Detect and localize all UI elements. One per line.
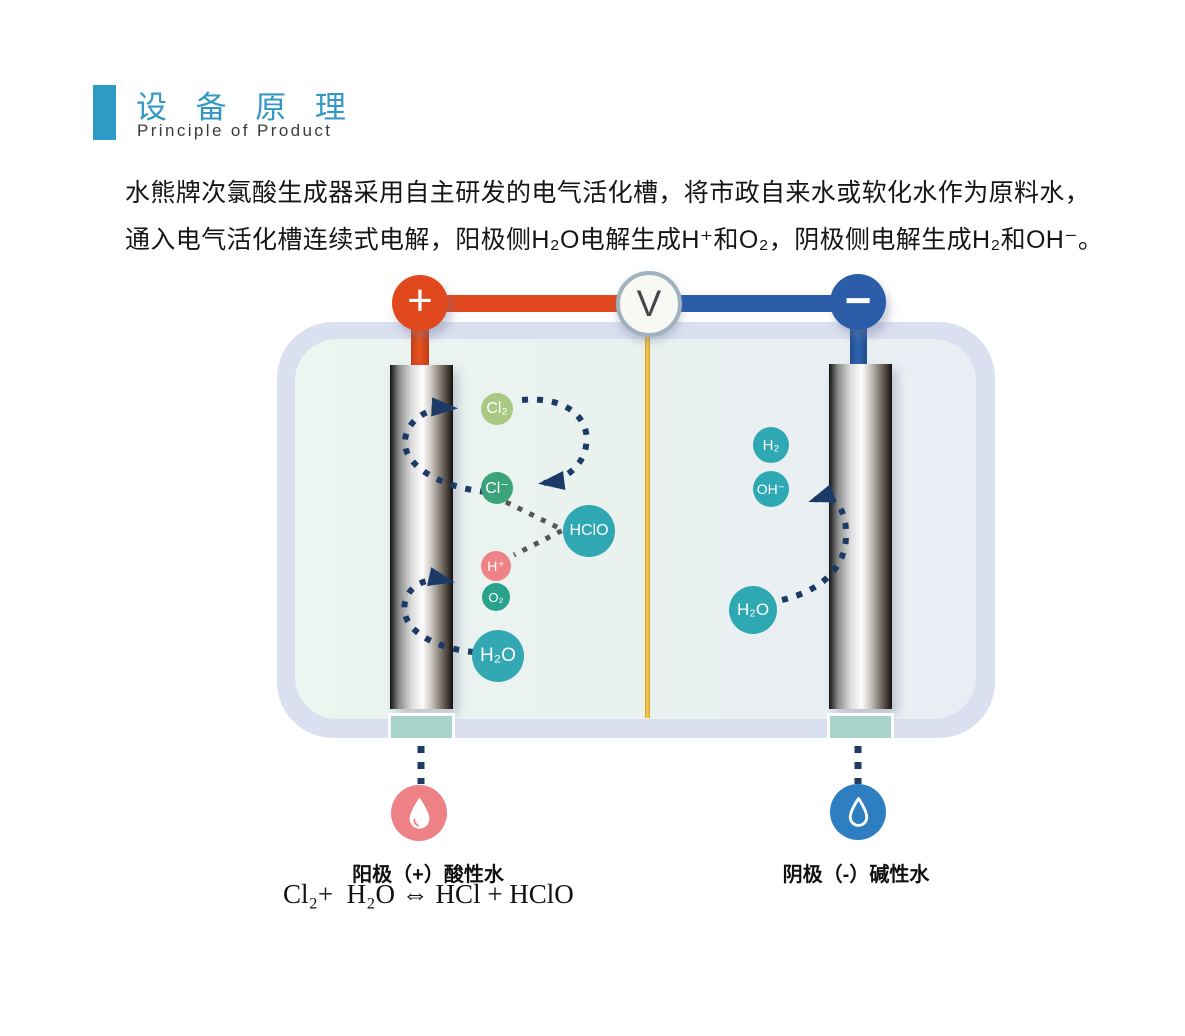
anode-outlet [388, 713, 455, 741]
acidic-water-drop-badge [391, 785, 447, 841]
voltmeter: V [616, 271, 682, 337]
cathode-outlet [827, 713, 894, 741]
negative-terminal-label: − [844, 274, 872, 326]
molecule-cl-label: Cl⁻ [485, 480, 509, 497]
molecule-oh-bubble: OH⁻ [753, 471, 789, 507]
voltmeter-label: V [636, 283, 662, 324]
description-line-2: 通入电气活化槽连续式电解，阳极侧H₂O电解生成H⁺和O₂，阴极侧电解生成H₂和O… [125, 226, 1104, 254]
molecule-h2o-anode-bubble: H₂O [472, 630, 524, 682]
page-title: 设 备 原 理 [136, 90, 356, 125]
molecule-hclo-label: HClO [569, 522, 609, 539]
anode-electrode-plate [390, 365, 453, 709]
negative-wire-horizontal [648, 295, 859, 312]
molecule-h2o-cathode-bubble: H₂O [729, 586, 777, 634]
alkaline-water-drop-badge [830, 784, 886, 840]
page-subtitle: Principle of Product [137, 121, 333, 140]
molecule-cl-bubble: Cl⁻ [481, 472, 513, 504]
description-paragraph: 水熊牌次氯酸生成器采用自主研发的电气活化槽，将市政自来水或软化水作为原料水， 通… [125, 170, 1115, 264]
positive-terminal-label: + [407, 276, 433, 325]
positive-terminal: + [392, 275, 448, 331]
molecule-h2-label: H₂ [762, 436, 780, 454]
molecule-h2o-cathode-label: H₂O [736, 600, 770, 619]
molecule-hclo-bubble: HClO [563, 505, 615, 557]
molecule-cl2-label: Cl₂ [486, 400, 508, 417]
molecule-o2-label: O₂ [488, 589, 504, 605]
cathode-electrode-plate [829, 364, 892, 709]
molecule-o2-bubble: O₂ [482, 583, 510, 611]
molecule-oh-label: OH⁻ [756, 480, 786, 497]
description-line-1: 水熊牌次氯酸生成器采用自主研发的电气活化槽，将市政自来水或软化水作为原料水， [125, 179, 1091, 207]
molecule-cl2-bubble: Cl₂ [481, 393, 513, 425]
molecule-h-label: H⁺ [487, 557, 505, 574]
membrane-divider [645, 333, 650, 718]
positive-wire-horizontal [420, 295, 650, 312]
molecule-h-bubble: H⁺ [481, 551, 511, 581]
molecule-h2-bubble: H₂ [753, 427, 789, 463]
title-accent-bar [93, 85, 116, 140]
cathode-output-label: 阴极（-）碱性水 [782, 864, 930, 886]
anode-reaction-equation: Cl₂+ H₂O ⇔ HCl + HClO [283, 879, 574, 909]
water-drop-icon [409, 797, 429, 829]
water-drop-outline-icon [848, 796, 868, 827]
molecule-h2o-anode-label: H₂O [480, 645, 516, 666]
anode-output-label: 阳极（+）酸性水 [352, 864, 504, 886]
negative-terminal: − [830, 274, 886, 330]
